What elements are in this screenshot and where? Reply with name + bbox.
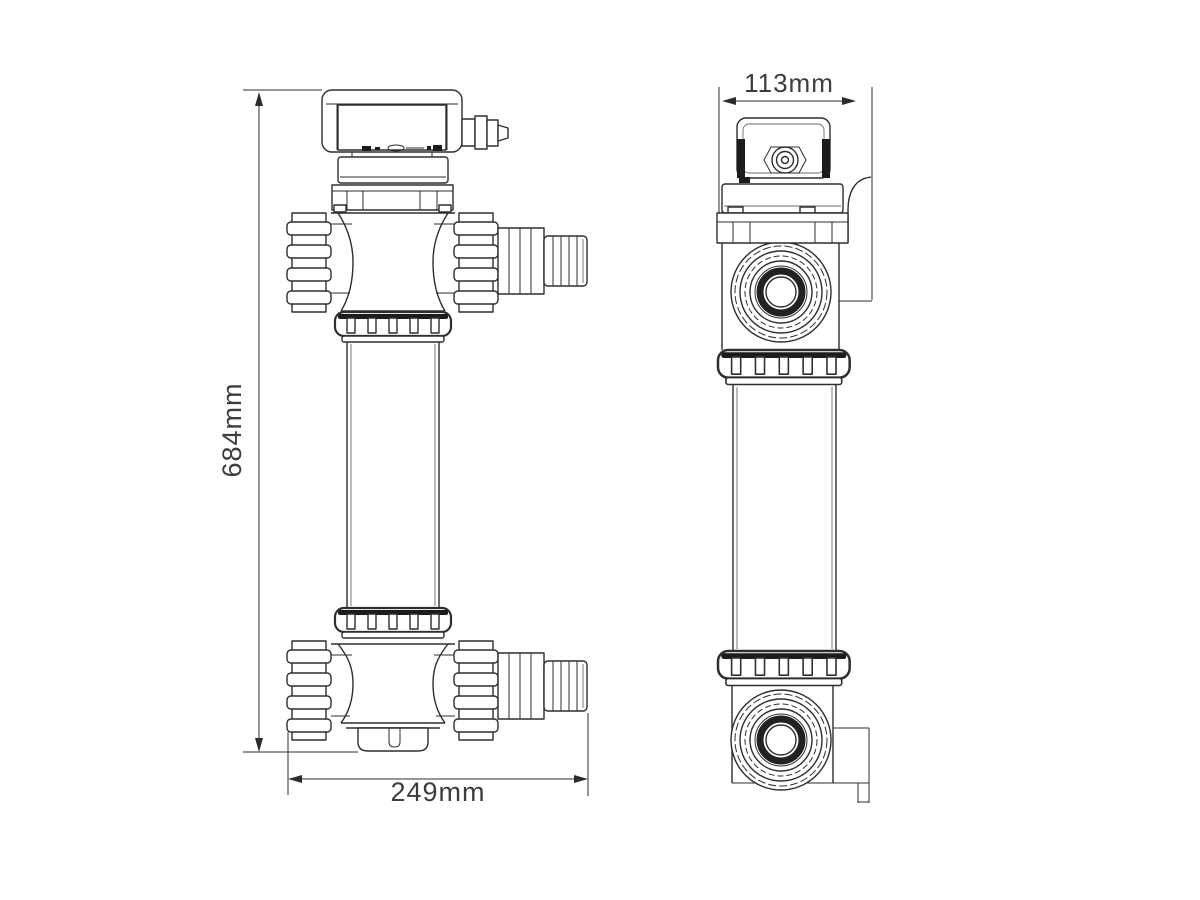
- lower-left-union-nut: [286, 640, 332, 741]
- lower-tee-body: [331, 643, 455, 729]
- cable-gland: [461, 115, 509, 150]
- upper-ring-nut: [333, 310, 453, 344]
- height-dimension-label: 684mm: [217, 382, 247, 477]
- cap-gland-screw: [763, 146, 807, 174]
- side-cap: [736, 117, 831, 183]
- height-dimension: 684mm: [217, 89, 358, 753]
- front-view: 684mm 249mm: [217, 89, 589, 807]
- upper-left-union-nut: [286, 212, 332, 313]
- side-flange: [716, 206, 849, 244]
- cap-markings: [351, 144, 442, 157]
- side-upper-union-circle: [731, 242, 831, 342]
- upper-tee-body: [331, 212, 455, 312]
- depth-dimension-label: 113mm: [744, 68, 834, 98]
- tube-body: [346, 342, 440, 608]
- upper-hose-tail: [497, 227, 588, 295]
- upper-right-union-nut: [453, 212, 499, 313]
- lower-ring-nut: [333, 606, 453, 640]
- ballast-cap: [321, 89, 463, 153]
- side-lower-ring-nut: [716, 649, 851, 687]
- cap-collar: [337, 156, 449, 184]
- side-view: 113mm: [716, 68, 873, 803]
- width-dimension-label: 249mm: [390, 777, 485, 807]
- bottom-cap: [357, 727, 429, 752]
- lower-right-union-nut: [453, 640, 499, 741]
- side-upper-ring-nut: [716, 348, 851, 386]
- top-flange: [331, 184, 454, 213]
- width-dimension: 249mm: [287, 713, 589, 807]
- clamp-hook: [847, 176, 872, 242]
- cap-ribs: [337, 104, 447, 151]
- bottom-bracket: [833, 727, 870, 803]
- side-lower-union-circle: [731, 690, 831, 790]
- lower-hose-tail: [497, 652, 588, 720]
